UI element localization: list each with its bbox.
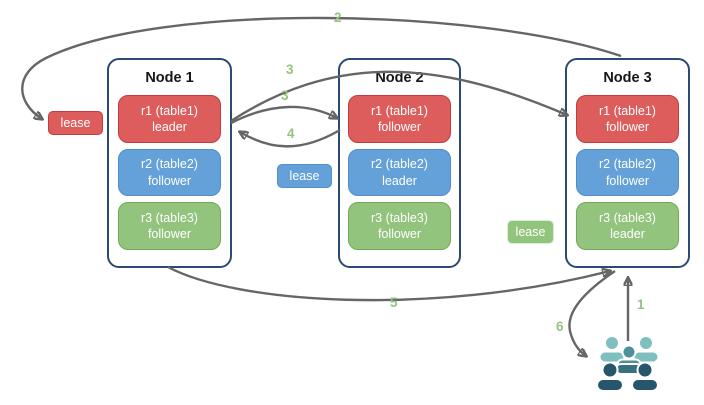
node-3-replica-r1: r1 (table1) follower xyxy=(576,95,679,143)
replica-role: follower xyxy=(147,227,192,242)
lease-label: lease xyxy=(289,169,320,183)
step-label-6: 6 xyxy=(556,319,564,334)
replica-role: follower xyxy=(377,119,422,134)
step-label-3-top: 3 xyxy=(286,62,294,77)
node-3-replica-r3: r3 (table3) leader xyxy=(576,202,679,251)
replica-name: r3 (table3) xyxy=(371,210,428,225)
step-label-1: 1 xyxy=(637,297,645,312)
node-3-title: Node 3 xyxy=(603,70,652,86)
lease-label: lease xyxy=(60,116,91,130)
replica-role: follower xyxy=(605,173,650,188)
node-1-replica-r2: r2 (table2) follower xyxy=(118,148,221,197)
replica-name: r2 (table2) xyxy=(599,157,656,172)
step-label-2: 2 xyxy=(334,10,342,25)
node-1: Node 1 r1 (table1) leader r2 (table2) fo… xyxy=(107,58,232,268)
arrow-3-node1-to-node2 xyxy=(230,105,337,125)
step-label-4: 4 xyxy=(287,126,295,141)
lease-badge-table3: lease xyxy=(507,220,554,244)
node-1-replica-r3: r3 (table3) follower xyxy=(118,202,221,251)
replica-role: follower xyxy=(605,119,650,134)
node-2-replica-r3: r3 (table3) follower xyxy=(348,202,451,251)
node-1-replica-r1: r1 (table1) leader xyxy=(118,95,221,143)
node-2-replica-r1: r1 (table1) follower xyxy=(348,95,451,143)
step-label-3-mid: 3 xyxy=(281,88,289,103)
replica-name: r3 (table3) xyxy=(141,210,198,225)
node-2-replica-r2: r2 (table2) leader xyxy=(348,148,451,197)
replica-name: r1 (table1) xyxy=(141,103,198,118)
node-2-title: Node 2 xyxy=(375,70,424,86)
lease-badge-table1: lease xyxy=(48,111,103,135)
users-icon xyxy=(596,335,660,392)
replica-role: leader xyxy=(152,119,187,134)
node-3: Node 3 r1 (table1) follower r2 (table2) … xyxy=(565,58,690,268)
step-label-5: 5 xyxy=(390,295,398,310)
node-2: Node 2 r1 (table1) follower r2 (table2) … xyxy=(338,58,461,268)
replica-name: r1 (table1) xyxy=(371,103,428,118)
arrow-5-node1-to-node3 xyxy=(167,265,610,302)
replica-role: leader xyxy=(610,227,645,242)
node-3-replica-r2: r2 (table2) follower xyxy=(576,148,679,197)
replica-name: r1 (table1) xyxy=(599,103,656,118)
lease-label: lease xyxy=(515,225,546,239)
replica-name: r3 (table3) xyxy=(599,210,656,225)
replica-role: leader xyxy=(382,173,417,188)
replica-role: follower xyxy=(377,227,422,242)
replica-role: follower xyxy=(147,173,192,188)
replica-name: r2 (table2) xyxy=(141,157,198,172)
lease-badge-table2: lease xyxy=(277,164,332,188)
node-1-title: Node 1 xyxy=(145,70,194,86)
replica-name: r2 (table2) xyxy=(371,157,428,172)
